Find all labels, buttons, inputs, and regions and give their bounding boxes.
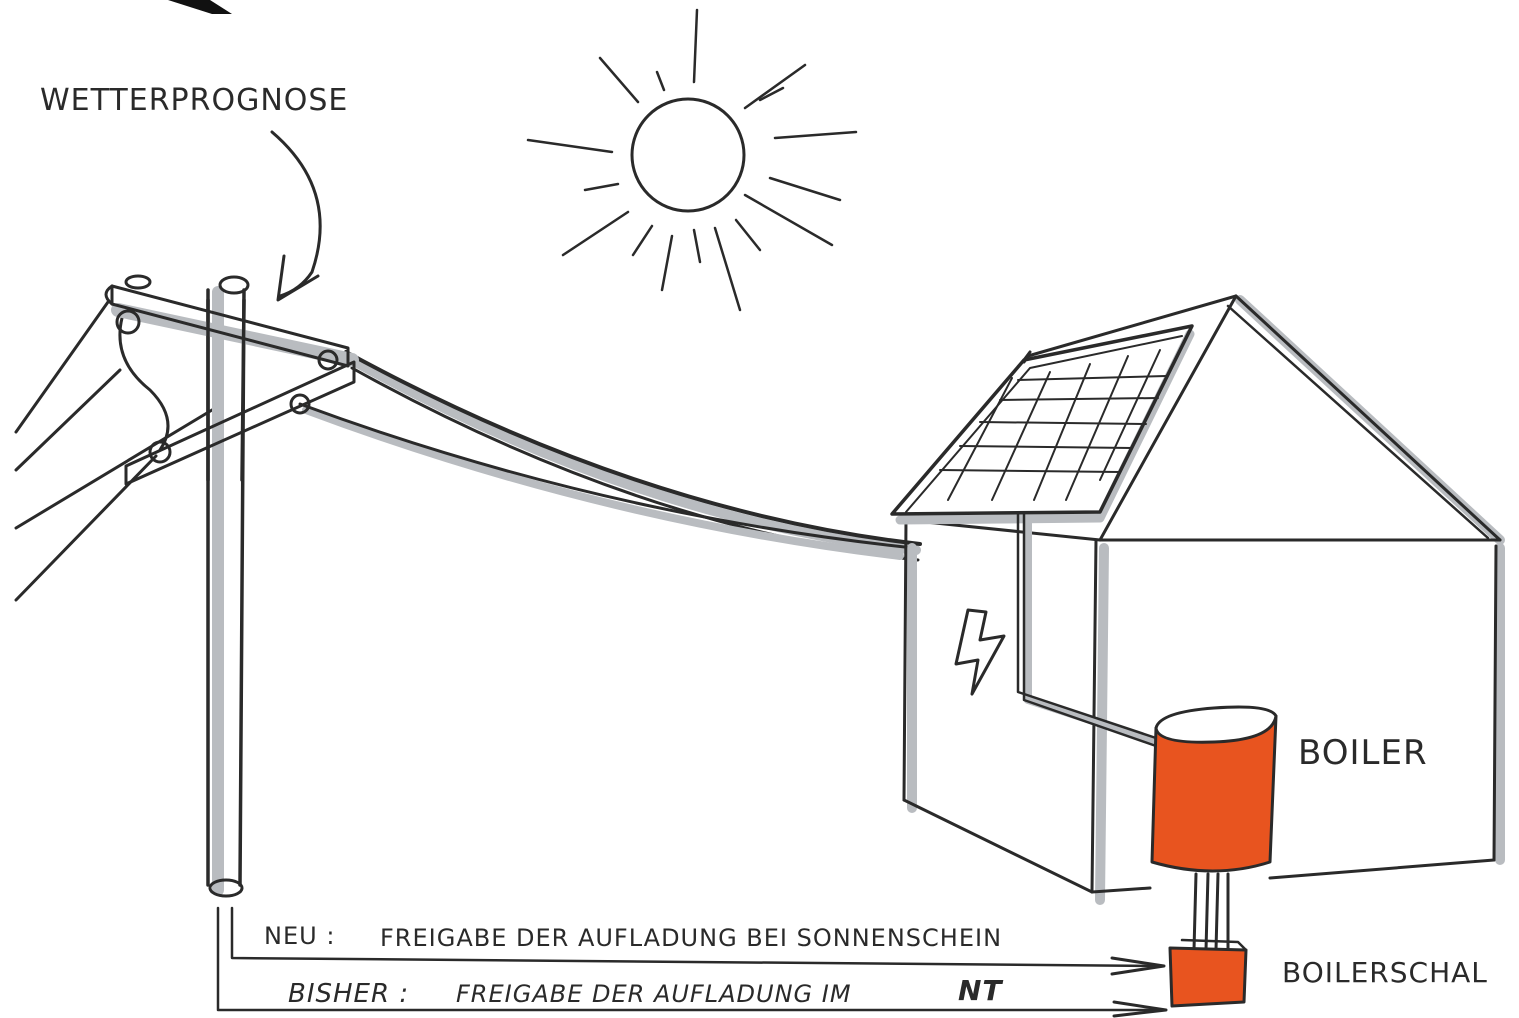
header-fragment <box>168 0 232 14</box>
utility-pole <box>106 276 354 896</box>
boiler-switch <box>1170 940 1246 1006</box>
old-line-text: FREIGABE DER AUFLADUNG IM <box>456 980 852 1008</box>
old-line-prefix: BISHER : <box>288 979 409 1009</box>
sun-icon <box>528 10 856 310</box>
power-lines <box>16 302 920 600</box>
weather-forecast-label: WETTERPROGNOSE <box>40 83 348 118</box>
boiler <box>1152 707 1276 950</box>
new-line-text: FREIGABE DER AUFLADUNG BEI SONNENSCHEIN <box>380 924 1002 952</box>
boiler-label: BOILER <box>1298 733 1428 773</box>
panel-boiler-wire <box>1018 514 1158 746</box>
boiler-switch-label: BOILERSCHAL <box>1282 956 1488 989</box>
lightning-icon <box>956 610 1004 694</box>
forecast-arrow <box>272 132 320 300</box>
old-line-suffix: NT <box>958 974 1003 1007</box>
solar-panel <box>892 326 1192 520</box>
new-line-prefix: NEU : <box>264 922 335 950</box>
